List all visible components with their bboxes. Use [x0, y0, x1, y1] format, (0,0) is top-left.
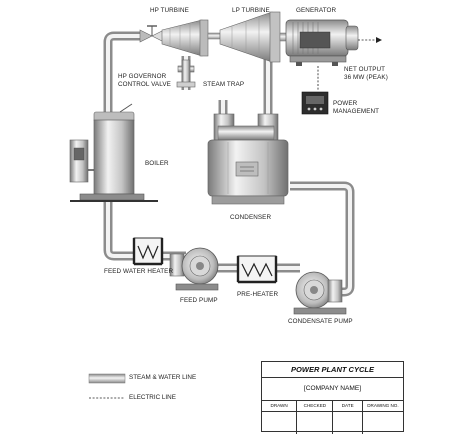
label-net-output-value: 36 MW (PEAK)	[344, 74, 388, 81]
title-block-col-drawn: DRAWN	[262, 401, 298, 411]
label-generator: GENERATOR	[296, 7, 337, 14]
title-block-entry-row	[262, 412, 403, 434]
feed-water-heater	[132, 237, 164, 266]
label-control-valve: CONTROL VALVE	[118, 81, 171, 88]
label-hp-governor: HP GOVERNOR	[118, 73, 167, 80]
label-feed-water-heater: FEED WATER HEATER	[104, 268, 173, 275]
pre-heater	[236, 255, 278, 284]
title-block: POWER PLANT CYCLE [COMPANY NAME] DRAWN C…	[261, 361, 404, 434]
legend-electric-label: ELECTRIC LINE	[129, 394, 176, 401]
label-management: MANAGEMENT	[333, 108, 379, 115]
label-condenser: CONDENSER	[230, 214, 271, 221]
title-block-col-checked: CHECKED	[297, 401, 334, 411]
title-block-company: [COMPANY NAME]	[262, 378, 403, 401]
title-block-col-date: DATE	[333, 401, 363, 411]
label-condensate-pump: CONDENSATE PUMP	[288, 318, 353, 325]
hp-turbine	[161, 19, 221, 57]
title-block-columns: DRAWN CHECKED DATE DRAWING NO.	[262, 401, 403, 412]
feed-pump	[169, 247, 219, 291]
label-feed-pump: FEED PUMP	[180, 297, 218, 304]
condensate-pump	[293, 271, 347, 315]
steam-trap	[176, 59, 196, 88]
label-power: POWER	[333, 100, 358, 107]
condenser	[207, 113, 289, 205]
power-management-unit	[301, 91, 329, 115]
label-boiler: BOILER	[145, 160, 169, 167]
output-arrow-icon	[376, 37, 382, 43]
lp-turbine	[219, 11, 289, 63]
boiler	[69, 103, 158, 202]
hp-governor-valve	[139, 25, 165, 43]
electric-lines	[317, 39, 376, 90]
generator	[285, 19, 359, 66]
title-block-title: POWER PLANT CYCLE	[262, 362, 403, 378]
legend-steam-water-swatch	[88, 373, 126, 384]
label-steam-trap: STEAM TRAP	[203, 81, 244, 88]
title-block-col-drawing-no: DRAWING NO.	[367, 403, 399, 408]
label-net-output: NET OUTPUT	[344, 66, 385, 73]
legend-steam-water-label: STEAM & WATER LINE	[129, 374, 197, 381]
label-hp-turbine: HP TURBINE	[150, 7, 189, 14]
label-lp-turbine: LP TURBINE	[232, 7, 270, 14]
label-pre-heater: PRE-HEATER	[237, 291, 278, 298]
